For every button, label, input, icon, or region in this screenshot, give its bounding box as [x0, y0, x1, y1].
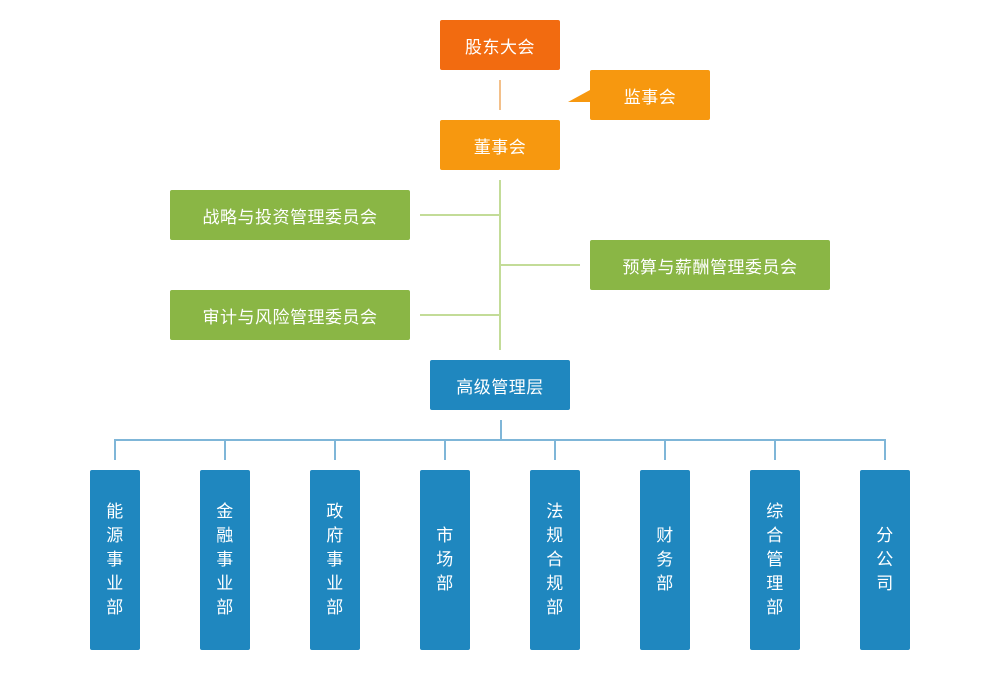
- budget-compensation-committee-label: 预算与薪酬管理委员会: [622, 257, 798, 278]
- strategy-investment-committee-label: 战略与投资管理委员会: [202, 207, 378, 228]
- connector-dept-6: [664, 439, 666, 460]
- connector-dept-1: [114, 439, 116, 460]
- department-label: 政府事业部: [326, 502, 344, 618]
- connector-dept-2: [224, 439, 226, 460]
- department-label: 能源事业部: [106, 502, 124, 618]
- connector-dept-8: [884, 439, 886, 460]
- budget-compensation-committee-node[interactable]: 预算与薪酬管理委员会: [590, 240, 830, 290]
- department-node-2[interactable]: 金融事业部: [200, 470, 250, 650]
- department-node-6[interactable]: 财务部: [640, 470, 690, 650]
- department-node-3[interactable]: 政府事业部: [310, 470, 360, 650]
- department-label: 金融事业部: [216, 502, 234, 618]
- department-node-8[interactable]: 分公司: [860, 470, 910, 650]
- connector-management-down: [500, 420, 502, 440]
- board-of-directors-node[interactable]: 董事会: [440, 120, 560, 170]
- department-node-5[interactable]: 法规合规部: [530, 470, 580, 650]
- connector-dept-3: [334, 439, 336, 460]
- department-node-4[interactable]: 市场部: [420, 470, 470, 650]
- supervisory-board-label: 监事会: [623, 87, 677, 108]
- connector-departments-bar: [114, 439, 886, 441]
- department-node-7[interactable]: 综合管理部: [750, 470, 800, 650]
- board-of-directors-label: 董事会: [473, 137, 527, 158]
- senior-management-label: 高级管理层: [456, 377, 544, 398]
- department-label: 市场部: [436, 526, 454, 594]
- department-label: 分公司: [876, 526, 894, 594]
- department-label: 综合管理部: [766, 502, 784, 618]
- supervisory-board-node[interactable]: 监事会: [590, 70, 710, 120]
- audit-risk-committee-node[interactable]: 审计与风险管理委员会: [170, 290, 410, 340]
- connector-budget: [500, 264, 580, 266]
- department-node-1[interactable]: 能源事业部: [90, 470, 140, 650]
- connector-dept-7: [774, 439, 776, 460]
- supervisors-pointer: [568, 90, 590, 102]
- senior-management-node[interactable]: 高级管理层: [430, 360, 570, 410]
- shareholders-meeting-node[interactable]: 股东大会: [440, 20, 560, 70]
- connector-dept-4: [444, 439, 446, 460]
- shareholders-meeting-label: 股东大会: [465, 37, 535, 58]
- connector-audit: [420, 314, 500, 316]
- audit-risk-committee-label: 审计与风险管理委员会: [202, 307, 378, 328]
- department-label: 法规合规部: [546, 502, 564, 618]
- connector-dept-5: [554, 439, 556, 460]
- strategy-investment-committee-node[interactable]: 战略与投资管理委员会: [170, 190, 410, 240]
- connector-strategy: [420, 214, 500, 216]
- connector-shareholders-board: [499, 80, 501, 110]
- department-label: 财务部: [656, 526, 674, 594]
